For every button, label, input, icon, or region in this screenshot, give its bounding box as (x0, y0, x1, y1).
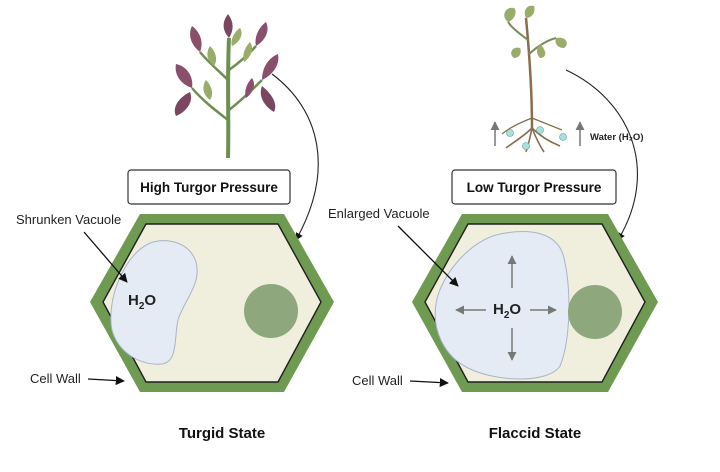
turgid-cell: H2O (90, 214, 334, 392)
water-label: Water (H₂O) (590, 132, 643, 143)
vacuole-pointer (83, 231, 128, 283)
turgid-state-label: Turgid State (179, 425, 265, 442)
shrunken-vacuole-label: Shrunken Vacuole (16, 212, 121, 227)
shrunken-vacuole (110, 240, 198, 365)
h2o-label: H2O (128, 292, 156, 312)
cell-wall-label-left: Cell Wall (30, 371, 81, 386)
connector-curve-right (565, 69, 638, 241)
connector-curve (271, 73, 319, 241)
flaccid-plant-icon (490, 5, 585, 153)
cell-wall-label-right: Cell Wall (352, 373, 403, 388)
left-panel: High Turgor Pressure H2O Shrunken Vacuol… (16, 14, 334, 442)
nucleus-right (568, 285, 622, 339)
low-turgor-label: Low Turgor Pressure (467, 180, 602, 195)
turgid-plant-icon (174, 14, 279, 159)
flaccid-cell: H2O (412, 214, 658, 392)
vacuole-pointer-right (397, 225, 459, 287)
right-panel: Water (H₂O) Low Turgor Pressure H2O Enla… (328, 5, 658, 442)
nucleus (244, 284, 298, 338)
low-turgor-box (451, 169, 617, 205)
flaccid-state-label: Flaccid State (489, 425, 582, 442)
enlarged-vacuole (434, 231, 570, 380)
high-turgor-box (127, 169, 291, 205)
cell-wall-pointer-right (409, 378, 449, 388)
cell-wall-pointer-left (87, 376, 125, 386)
high-turgor-label: High Turgor Pressure (140, 180, 278, 195)
h2o-label-right: H2O (493, 301, 521, 321)
enlarged-vacuole-label: Enlarged Vacuole (328, 206, 430, 221)
